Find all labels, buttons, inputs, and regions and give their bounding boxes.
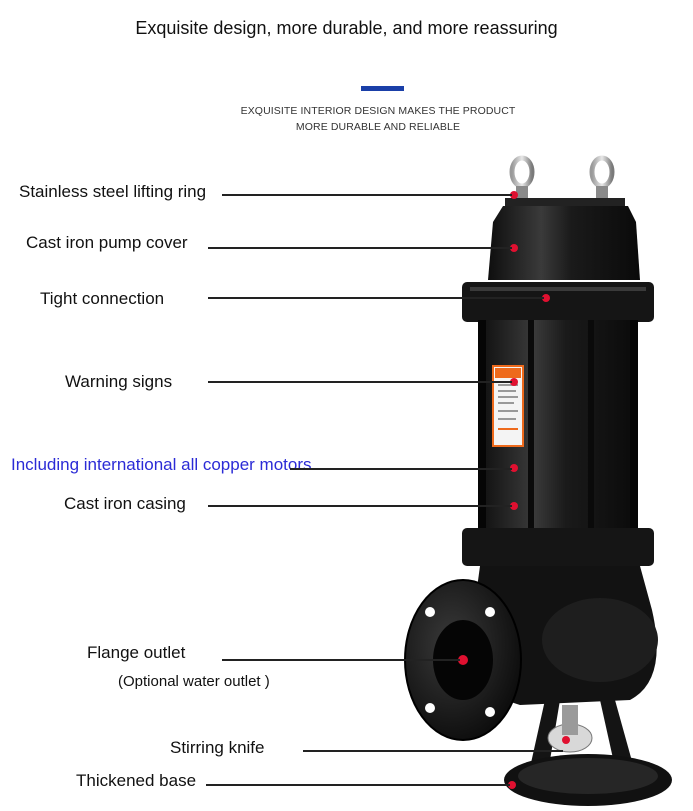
subtitle-line-1: EXQUISITE INTERIOR DESIGN MAKES THE PROD… <box>240 105 516 117</box>
subtitle: EXQUISITE INTERIOR DESIGN MAKES THE PROD… <box>0 103 693 135</box>
leader-thickened-base <box>206 784 510 786</box>
upper-flange <box>462 282 654 322</box>
label-copper-motors: Including international all copper motor… <box>11 455 312 474</box>
title-accent-bar <box>361 86 404 91</box>
leader-pump-cover <box>208 247 512 249</box>
leader-casing <box>208 505 512 507</box>
warning-label <box>492 365 524 447</box>
lifting-ring-right <box>589 155 615 200</box>
lower-flange <box>462 528 654 566</box>
pump-cover <box>488 206 640 280</box>
leader-lifting-ring <box>222 194 512 196</box>
subtitle-line-2: MORE DURABLE AND RELIABLE <box>295 121 461 133</box>
callout-markers <box>458 191 570 789</box>
label-tight-connection: Tight connection <box>40 289 165 308</box>
label-warning-signs: Warning signs <box>65 372 173 391</box>
label-flange-outlet: Flange outlet <box>87 643 186 662</box>
label-optional-outlet: (Optional water outlet ) <box>118 673 270 690</box>
label-lifting-ring: Stainless steel lifting ring <box>19 182 207 201</box>
label-casing: Cast iron casing <box>64 494 186 513</box>
label-stirring-knife: Stirring knife <box>170 738 265 757</box>
label-thickened-base: Thickened base <box>76 771 197 790</box>
lifting-ring-left <box>509 155 535 200</box>
page-title: Exquisite design, more durable, and more… <box>135 18 558 38</box>
sewage-pump-illustration <box>404 155 672 806</box>
leader-stirring-knife <box>303 750 563 752</box>
leader-tight-connection <box>208 297 544 299</box>
leader-flange-outlet <box>222 659 460 661</box>
label-pump-cover: Cast iron pump cover <box>26 233 188 252</box>
leader-copper-motors <box>290 468 512 470</box>
leader-warning-signs <box>208 381 512 383</box>
